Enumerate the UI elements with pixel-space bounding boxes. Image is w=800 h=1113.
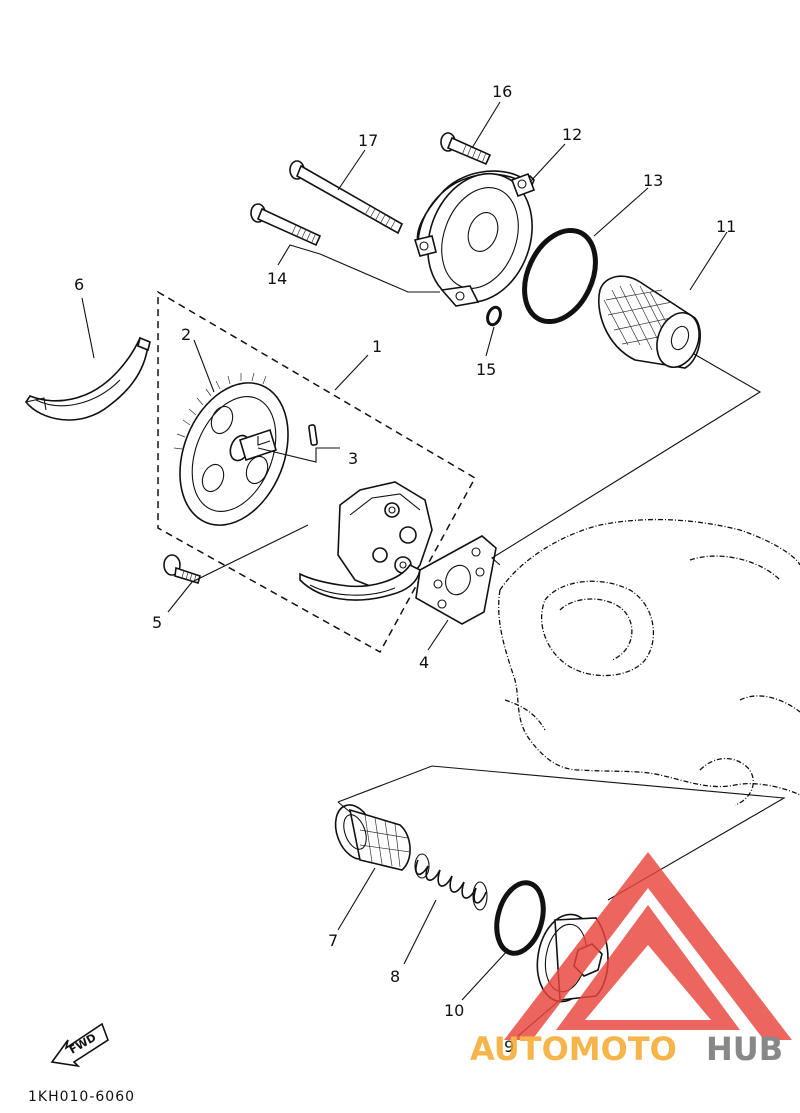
part-15-o-ring [486, 305, 502, 327]
automotohub-logo: AUTOMOTO HUB [470, 852, 792, 1068]
part-12-filter-cover [413, 170, 536, 307]
part-3-dowel-pin [308, 424, 318, 446]
oil-pump-assembly-boundary [157, 290, 477, 654]
label-part-7: 7 [328, 931, 338, 950]
part-5-screw [163, 554, 201, 585]
part-8-spring [414, 853, 488, 911]
label-part-6: 6 [74, 275, 84, 294]
part-16-bolt [440, 132, 492, 166]
label-part-12: 12 [562, 125, 582, 144]
part-13-o-ring [522, 227, 598, 325]
label-part-11: 11 [716, 217, 736, 236]
label-part-3: 3 [348, 449, 358, 468]
label-part-10: 10 [444, 1001, 464, 1020]
label-part-14: 14 [267, 269, 287, 288]
logo-triangle [504, 852, 792, 1040]
label-part-15: 15 [476, 360, 496, 379]
label-part-9: 9 [504, 1037, 514, 1056]
oil-pump-body [299, 481, 433, 601]
logo-text-hub: HUB [706, 1030, 783, 1068]
diagram-code: 1KH010-6060 [28, 1089, 135, 1105]
part-14-bolt [250, 203, 322, 247]
part-2-drive-gear [173, 372, 289, 526]
part-7-oil-strainer [334, 804, 411, 871]
label-part-16: 16 [492, 82, 512, 101]
part-4-gasket [415, 535, 497, 625]
crankcase-outline [498, 518, 800, 806]
part-6-pump-cover-shell [25, 336, 151, 421]
part-10-o-ring [494, 880, 546, 956]
logo-text-automoto: AUTOMOTO [470, 1030, 677, 1068]
label-part-17: 17 [358, 131, 378, 150]
label-part-4: 4 [419, 653, 429, 672]
label-part-1: 1 [372, 337, 382, 356]
label-part-5: 5 [152, 613, 162, 632]
label-part-2: 2 [181, 325, 191, 344]
part-labels: 1 2 3 4 5 6 7 8 9 10 11 12 13 14 15 16 1… [74, 82, 736, 1056]
label-part-8: 8 [390, 967, 400, 986]
part-11-oil-filter [598, 275, 701, 369]
part-17-long-bolt [289, 160, 404, 235]
label-part-13: 13 [643, 171, 663, 190]
leader-lines [81, 101, 786, 1037]
forward-direction-arrow: FWD [50, 1022, 109, 1068]
